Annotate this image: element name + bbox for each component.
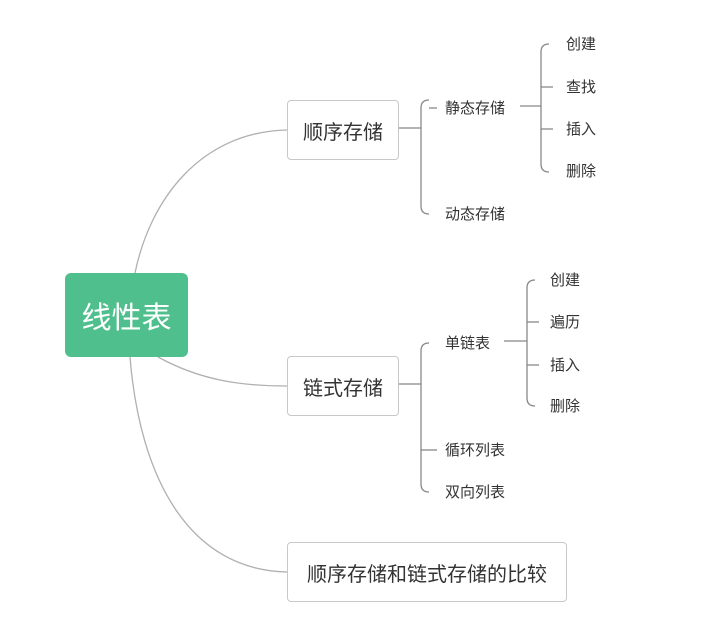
node-static-find[interactable]: 查找: [566, 78, 597, 96]
branch-sequential-storage[interactable]: 顺序存储: [287, 100, 399, 160]
branch-linked-storage[interactable]: 链式存储: [287, 356, 399, 416]
branch-comparison[interactable]: 顺序存储和链式存储的比较: [287, 542, 567, 602]
node-linked-create[interactable]: 创建: [550, 271, 581, 289]
node-doubly-linked-list[interactable]: 双向列表: [445, 483, 506, 501]
node-static-insert[interactable]: 插入: [566, 120, 597, 138]
bracket-static: [520, 43, 553, 173]
node-linked-traverse[interactable]: 遍历: [550, 313, 581, 331]
node-static-create[interactable]: 创建: [566, 35, 597, 53]
root-node-linear-list[interactable]: 线性表: [65, 273, 188, 357]
bracket-sequential: [399, 99, 437, 215]
node-circular-list[interactable]: 循环列表: [445, 441, 506, 459]
connector-root-to-sequential: [134, 129, 288, 274]
bracket-linked: [399, 342, 437, 493]
bracket-singly-linked: [504, 279, 539, 407]
node-static-delete[interactable]: 删除: [566, 162, 597, 180]
node-linked-insert[interactable]: 插入: [550, 356, 581, 374]
connector-root-to-comparison: [129, 356, 288, 573]
node-linked-delete[interactable]: 删除: [550, 397, 581, 415]
node-singly-linked-list[interactable]: 单链表: [445, 334, 491, 352]
connector-root-to-linked: [157, 356, 288, 387]
node-static-storage[interactable]: 静态存储: [445, 99, 506, 117]
node-dynamic-storage[interactable]: 动态存储: [445, 205, 506, 223]
